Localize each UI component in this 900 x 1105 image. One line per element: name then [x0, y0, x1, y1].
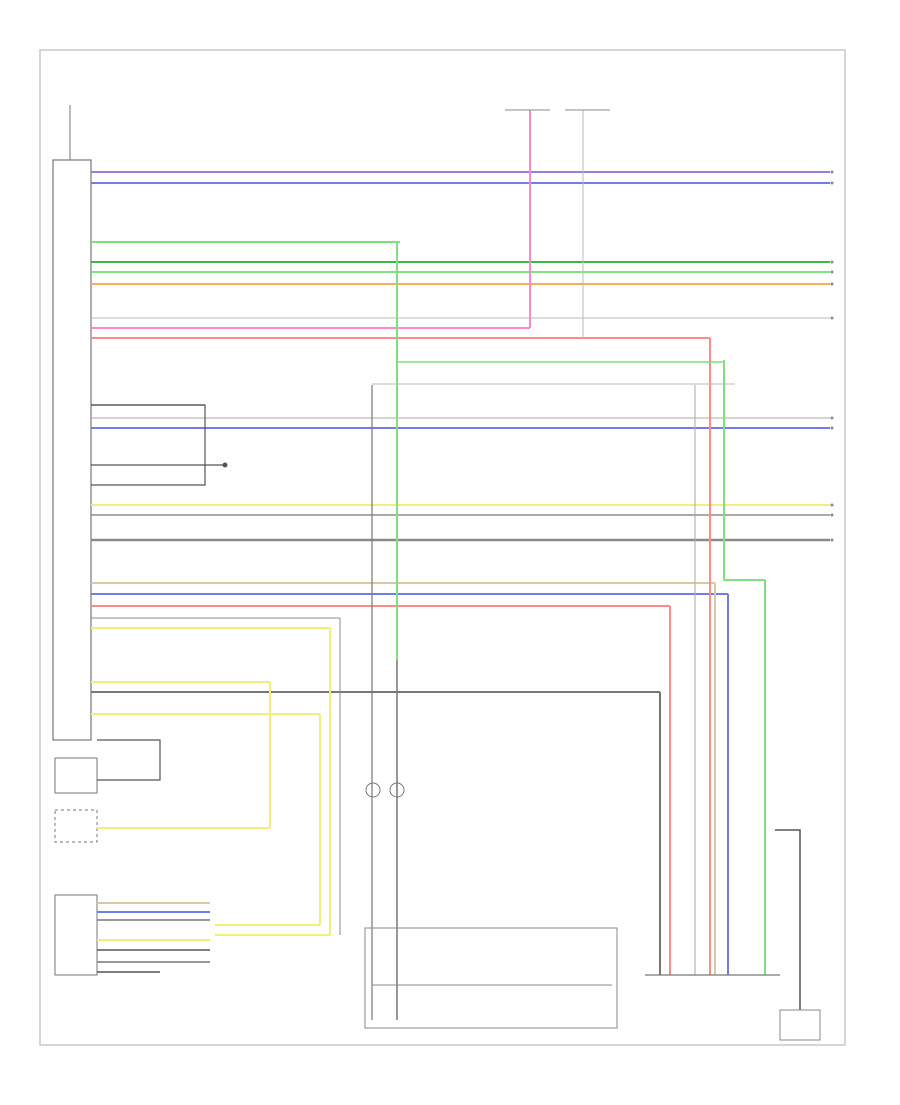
term-2	[830, 181, 834, 185]
switch-box-mid	[54, 809, 98, 843]
steering-switch-left	[365, 782, 381, 798]
switch-box-top	[54, 757, 98, 794]
term-5	[830, 282, 834, 286]
term-3	[830, 260, 834, 264]
term-10	[830, 513, 834, 517]
term-6	[830, 316, 834, 320]
splice-bracket	[91, 404, 225, 486]
term-4	[830, 270, 834, 274]
right-module	[779, 1009, 821, 1041]
term-7	[830, 416, 834, 420]
term-9	[830, 503, 834, 507]
connector-block	[54, 894, 98, 976]
switch-panel	[364, 927, 618, 1029]
harness-wires	[91, 171, 830, 715]
right-terminators	[830, 170, 834, 542]
vertical-drops	[269, 110, 766, 1020]
right-module-lead	[775, 829, 801, 1010]
splice-node	[222, 462, 228, 468]
main-module	[52, 159, 92, 741]
term-1	[830, 170, 834, 174]
diagram-border	[39, 49, 846, 1046]
switch-box-top-lead	[97, 739, 161, 781]
term-11	[830, 538, 834, 542]
term-8	[830, 426, 834, 430]
